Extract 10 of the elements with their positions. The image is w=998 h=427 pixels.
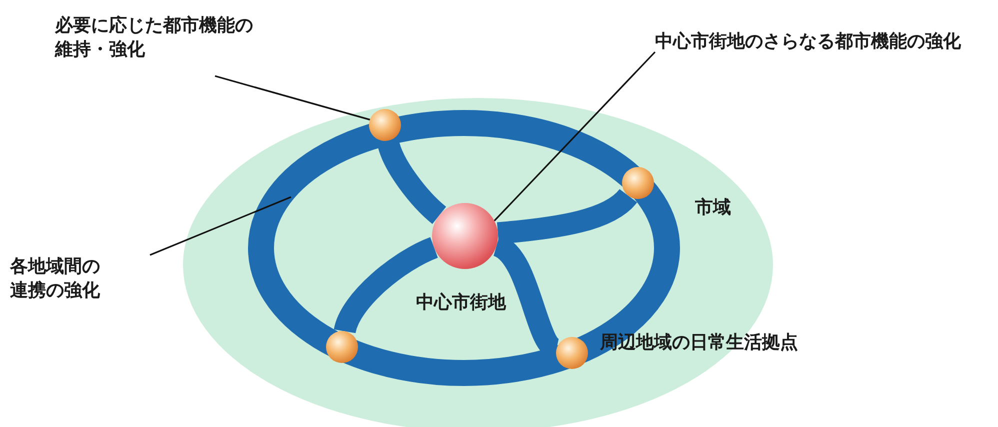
place-label: 中心市街地 [416, 291, 506, 315]
leader-line [494, 51, 656, 222]
leader-line [150, 196, 292, 256]
place-label: 周辺地域の日常生活拠点 [600, 331, 798, 355]
callout-text: 必要に応じた都市機能の維持・強化 [55, 14, 254, 62]
leader-line [214, 75, 370, 120]
callout-text: 中心市街地のさらなる都市機能の強化 [655, 30, 962, 54]
road-path [496, 188, 636, 244]
callout-text: 各地域間の連携の強化 [10, 255, 101, 304]
area-label: 市域 [695, 196, 731, 220]
